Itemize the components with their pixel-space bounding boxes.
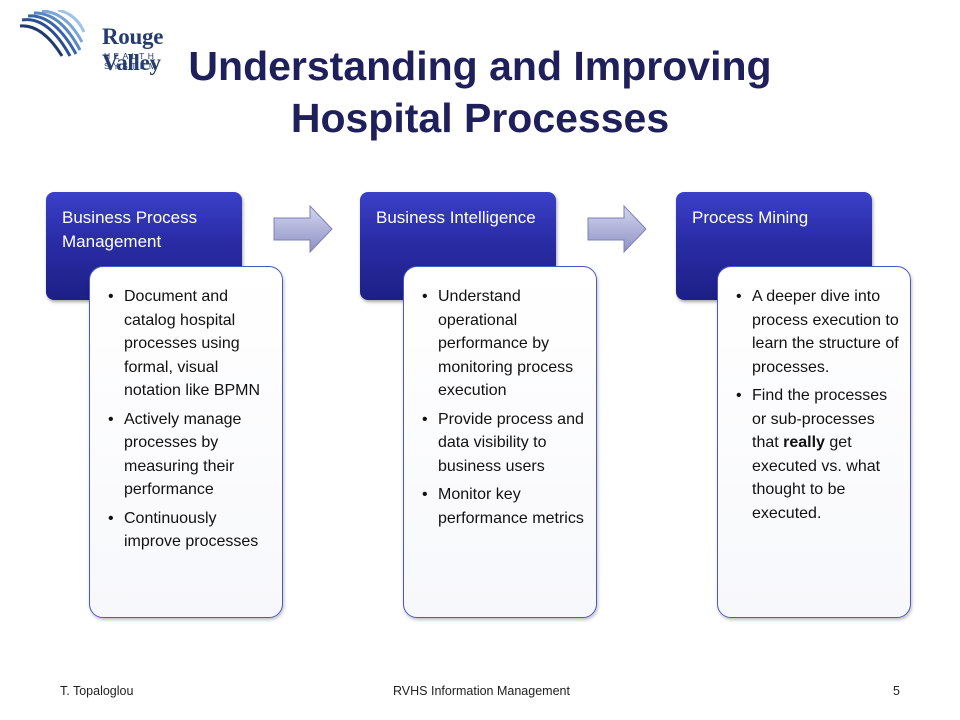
title-line-1: Understanding and Improving [188,43,772,89]
footer-page-number: 5 [893,684,900,698]
footer-author: T. Topaloglou [60,684,134,698]
title-line-2: Hospital Processes [290,95,670,141]
stage-card-bpm: Document and catalog hospital processes … [89,266,283,618]
stage-heading: Business Intelligence [376,208,536,227]
bullet-text-start: Find the processes or sub-processes that [752,387,888,451]
footer-department: RVHS Information Management [393,684,570,698]
logo-name: Rouge Valley [102,24,164,75]
rouge-valley-logo: Rouge Valley HEALTH SYSTEM [18,8,208,75]
stage-card-process-mining: A deeper dive into process execution to … [717,266,911,618]
stage-card-bi: Understand operational performance by mo… [403,266,597,618]
bullet-item: Understand operational performance by mo… [420,285,588,403]
right-arrow-icon [273,204,333,254]
bullet-item: Find the processes or sub-processes that… [734,384,902,525]
bullet-text-end: get executed vs. what thought to be exec… [752,434,881,522]
bullet-item: Monitor key performance metrics [420,483,588,530]
emphasis-really: really [783,434,825,451]
bullet-item: Document and catalog hospital processes … [106,285,274,403]
logo-tagline: HEALTH SYSTEM [104,51,160,71]
page-title: Understanding and Improving Hospital Pro… [0,40,960,144]
bullet-item: A deeper dive into process execution to … [734,285,902,379]
stage-heading: Process Mining [692,208,809,227]
stage-heading: Business Process Management [62,208,198,251]
bullet-item: Provide process and data visibility to b… [420,408,588,479]
right-arrow-icon [587,204,647,254]
bullet-item: Actively manage processes by measuring t… [106,408,274,502]
bullet-item: Continuously improve processes [106,507,274,554]
wing-icon [19,8,86,57]
